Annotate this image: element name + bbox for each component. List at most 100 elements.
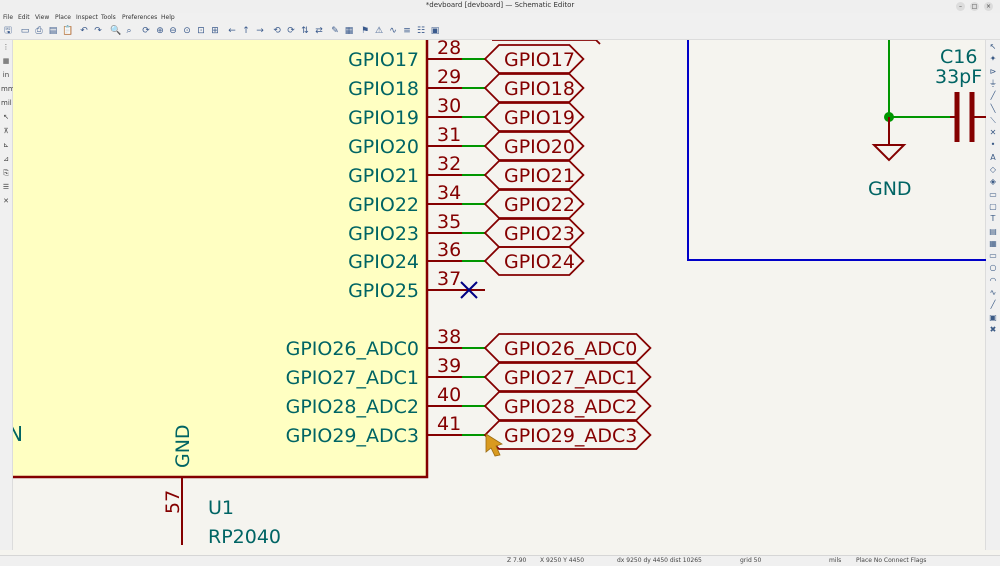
pin-number: 41	[437, 413, 461, 435]
zoom-selection-icon[interactable]: ⊞	[211, 26, 219, 36]
units-mm-icon[interactable]: mm	[1, 85, 15, 93]
add-bus-icon[interactable]: ╲	[990, 103, 996, 113]
maximize-icon[interactable]: □	[970, 2, 979, 11]
navigate-up-icon[interactable]: ↑	[242, 26, 250, 36]
image-icon[interactable]: ▣	[989, 312, 997, 322]
erc-icon[interactable]: ⚠	[374, 26, 384, 36]
global-label[interactable]	[483, 362, 652, 392]
navigate-back-icon[interactable]: ←	[228, 26, 236, 36]
schematic-canvas[interactable]: N / GND 57 U1 RP2040 GPIO1728GPIO17GPIO1…	[13, 40, 986, 550]
menu-view[interactable]: View	[35, 14, 50, 21]
u1-symbol-body[interactable]	[13, 40, 429, 479]
zoom-fit-icon[interactable]: ⊙	[183, 26, 191, 36]
navigate-forward-icon[interactable]: →	[256, 26, 264, 36]
plot-icon[interactable]: ▤	[48, 26, 58, 36]
wire-angle-icon[interactable]: ⊾	[3, 141, 9, 149]
hierarchy-icon[interactable]: ⎘	[3, 169, 9, 177]
add-wire-icon[interactable]: ╱	[990, 91, 996, 101]
global-label[interactable]	[483, 391, 652, 421]
close-icon[interactable]: ×	[984, 2, 993, 11]
u1-reference: U1	[208, 497, 234, 519]
save-icon[interactable]: 🖫	[4, 26, 12, 36]
free-angle-icon[interactable]: ⊿	[3, 155, 9, 163]
menu-file[interactable]: File	[3, 14, 14, 21]
grid-icon[interactable]: ⋮	[2, 43, 10, 51]
grid-overrides-icon[interactable]: ▦	[2, 57, 10, 65]
no-connect-flag-b[interactable]	[460, 281, 478, 299]
sim-icon[interactable]: ∿	[389, 26, 397, 36]
net-label-icon[interactable]: A	[990, 152, 996, 162]
menu-inspect[interactable]: Inspect	[76, 14, 98, 21]
schematic-drawing[interactable]: N / GND 57 U1 RP2040 GPIO1728GPIO17GPIO1…	[13, 40, 986, 550]
global-label[interactable]	[483, 160, 585, 190]
menu-tools[interactable]: Tools	[101, 14, 116, 21]
sheet-icon[interactable]: ▭	[989, 189, 997, 199]
global-label[interactable]	[483, 131, 585, 161]
units-in-icon[interactable]: in	[2, 71, 10, 79]
status-mode: Place No Connect Flags	[856, 557, 927, 564]
netlist-icon[interactable]: ≡	[403, 26, 411, 36]
pin-name: GPIO20	[348, 136, 419, 158]
rotate-ccw-icon[interactable]: ⟲	[273, 26, 281, 36]
no-connect-icon[interactable]: ✕	[989, 128, 997, 138]
global-label[interactable]	[483, 189, 585, 219]
gnd-symbol-triangle[interactable]	[871, 144, 907, 162]
select-icon[interactable]: ↖	[989, 42, 997, 51]
wire-bus-entry-icon[interactable]: ⟍	[990, 115, 996, 125]
symbol-editor-icon[interactable]: ✎	[331, 26, 339, 36]
menu-place[interactable]: Place	[55, 14, 71, 21]
mirror-h-icon[interactable]: ⇄	[315, 26, 323, 36]
paste-icon[interactable]: 📋	[62, 26, 74, 36]
print-icon[interactable]: ⎙	[35, 26, 43, 36]
global-label[interactable]	[483, 102, 585, 132]
pcb-icon[interactable]: ▣	[430, 26, 440, 36]
symbol-browser-icon[interactable]: ▦	[344, 26, 354, 36]
textbox-icon[interactable]: ▤	[989, 226, 997, 236]
zoom-out-icon[interactable]: ⊖	[169, 26, 177, 36]
bom-icon[interactable]: ☷	[416, 26, 426, 36]
menu-preferences[interactable]: Preferences	[122, 14, 158, 21]
arc-icon[interactable]: ◠	[989, 275, 997, 285]
circle-icon[interactable]: ○	[989, 263, 997, 273]
table-icon[interactable]: ▦	[989, 238, 997, 248]
global-label[interactable]	[483, 73, 585, 103]
zoom-in-icon[interactable]: ⊕	[156, 26, 164, 36]
bezier-icon[interactable]: ∿	[989, 288, 997, 297]
global-label-icon[interactable]: ◇	[989, 165, 997, 174]
global-label[interactable]	[483, 44, 585, 74]
global-label[interactable]	[483, 420, 652, 450]
text-icon[interactable]: T	[990, 214, 996, 224]
scripting-icon[interactable]: ✕	[3, 197, 9, 205]
hidden-pins-icon[interactable]: ⊼	[3, 127, 9, 135]
properties-icon[interactable]: ☰	[2, 183, 10, 191]
pin-number: 39	[437, 355, 461, 377]
global-label[interactable]	[483, 246, 585, 276]
page-settings-icon[interactable]: ▭	[20, 26, 30, 36]
find-replace-icon[interactable]: ⌕	[126, 26, 132, 36]
mirror-v-icon[interactable]: ⇅	[301, 26, 309, 36]
annotate-icon[interactable]: ⚑	[360, 26, 370, 36]
global-label[interactable]	[483, 333, 652, 363]
junction-icon[interactable]: •	[990, 140, 996, 150]
add-power-icon[interactable]: ⏚	[989, 78, 997, 88]
find-icon[interactable]: 🔍	[110, 26, 122, 36]
rectangle-icon[interactable]: ▭	[989, 251, 997, 261]
menu-help[interactable]: Help	[161, 14, 175, 21]
refresh-icon[interactable]: ⟳	[142, 26, 150, 36]
highlight-net-icon[interactable]: ✦	[989, 54, 997, 64]
add-symbol-icon[interactable]: ⊳	[989, 66, 997, 76]
sheet-border[interactable]	[687, 40, 986, 261]
zoom-objects-icon[interactable]: ⊡	[197, 26, 205, 36]
redo-icon[interactable]: ↷	[94, 26, 102, 36]
cursor-icon[interactable]: ↖	[3, 113, 9, 121]
pin-name: GPIO22	[348, 194, 419, 216]
units-mils-icon[interactable]: mil	[1, 99, 12, 107]
hier-label-icon[interactable]: ◈	[989, 177, 997, 187]
menu-edit[interactable]: Edit	[18, 14, 30, 21]
rotate-cw-icon[interactable]: ⟳	[287, 26, 295, 36]
minimize-icon[interactable]: –	[956, 2, 965, 11]
delete-icon[interactable]: ✖	[989, 324, 997, 334]
import-pin-icon[interactable]: ▢	[989, 201, 997, 211]
line-icon[interactable]: ╱	[990, 300, 996, 310]
undo-icon[interactable]: ↶	[80, 26, 88, 36]
